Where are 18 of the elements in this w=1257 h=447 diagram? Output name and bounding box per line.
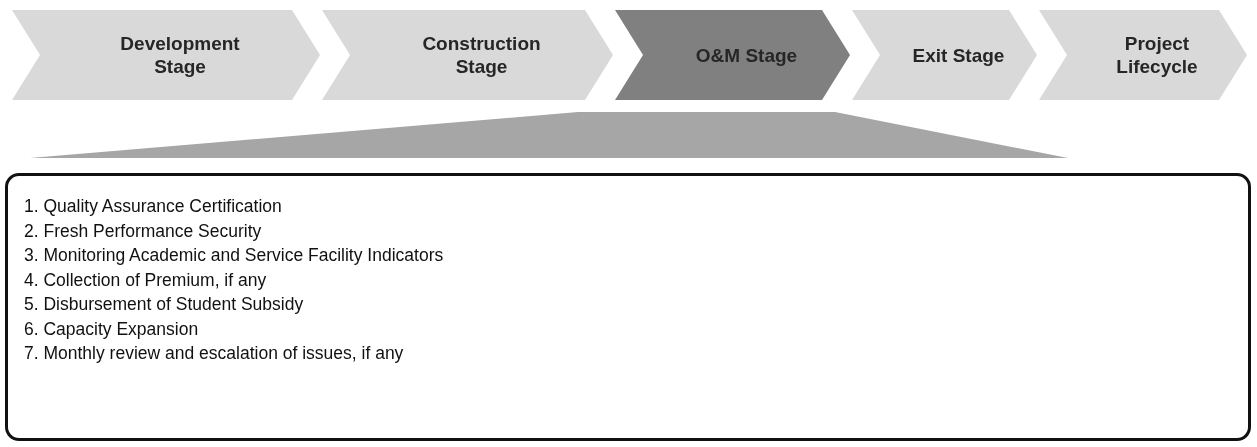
list-item: 7. Monthly review and escalation of issues, if any	[24, 342, 405, 365]
chevron-step	[1039, 10, 1247, 100]
list-item: 3. Monitoring Academic and Service Facility Indicators	[24, 244, 445, 267]
stage-label: Project Lifecycle	[1115, 32, 1199, 78]
list-item: 5. Disbursement of Student Subsidy	[24, 293, 305, 316]
chevron-step	[12, 10, 320, 100]
list-item: 1. Quality Assurance Certification	[24, 195, 283, 218]
chevron-step	[322, 10, 613, 100]
list-item: 6. Capacity Expansion	[24, 317, 200, 341]
list-item: 4. Collection of Premium, if any	[24, 268, 268, 292]
stage-label: Development Stage	[119, 32, 241, 78]
chevron-step	[852, 10, 1037, 100]
stage-label: Exit Stage	[911, 43, 1006, 67]
list-item: 2. Fresh Performance Security	[24, 219, 263, 243]
stage-label: O&M Stage	[694, 43, 799, 67]
chevron-step	[615, 10, 850, 100]
details-panel	[5, 173, 1251, 441]
stage-label: Construction Stage	[421, 32, 542, 78]
